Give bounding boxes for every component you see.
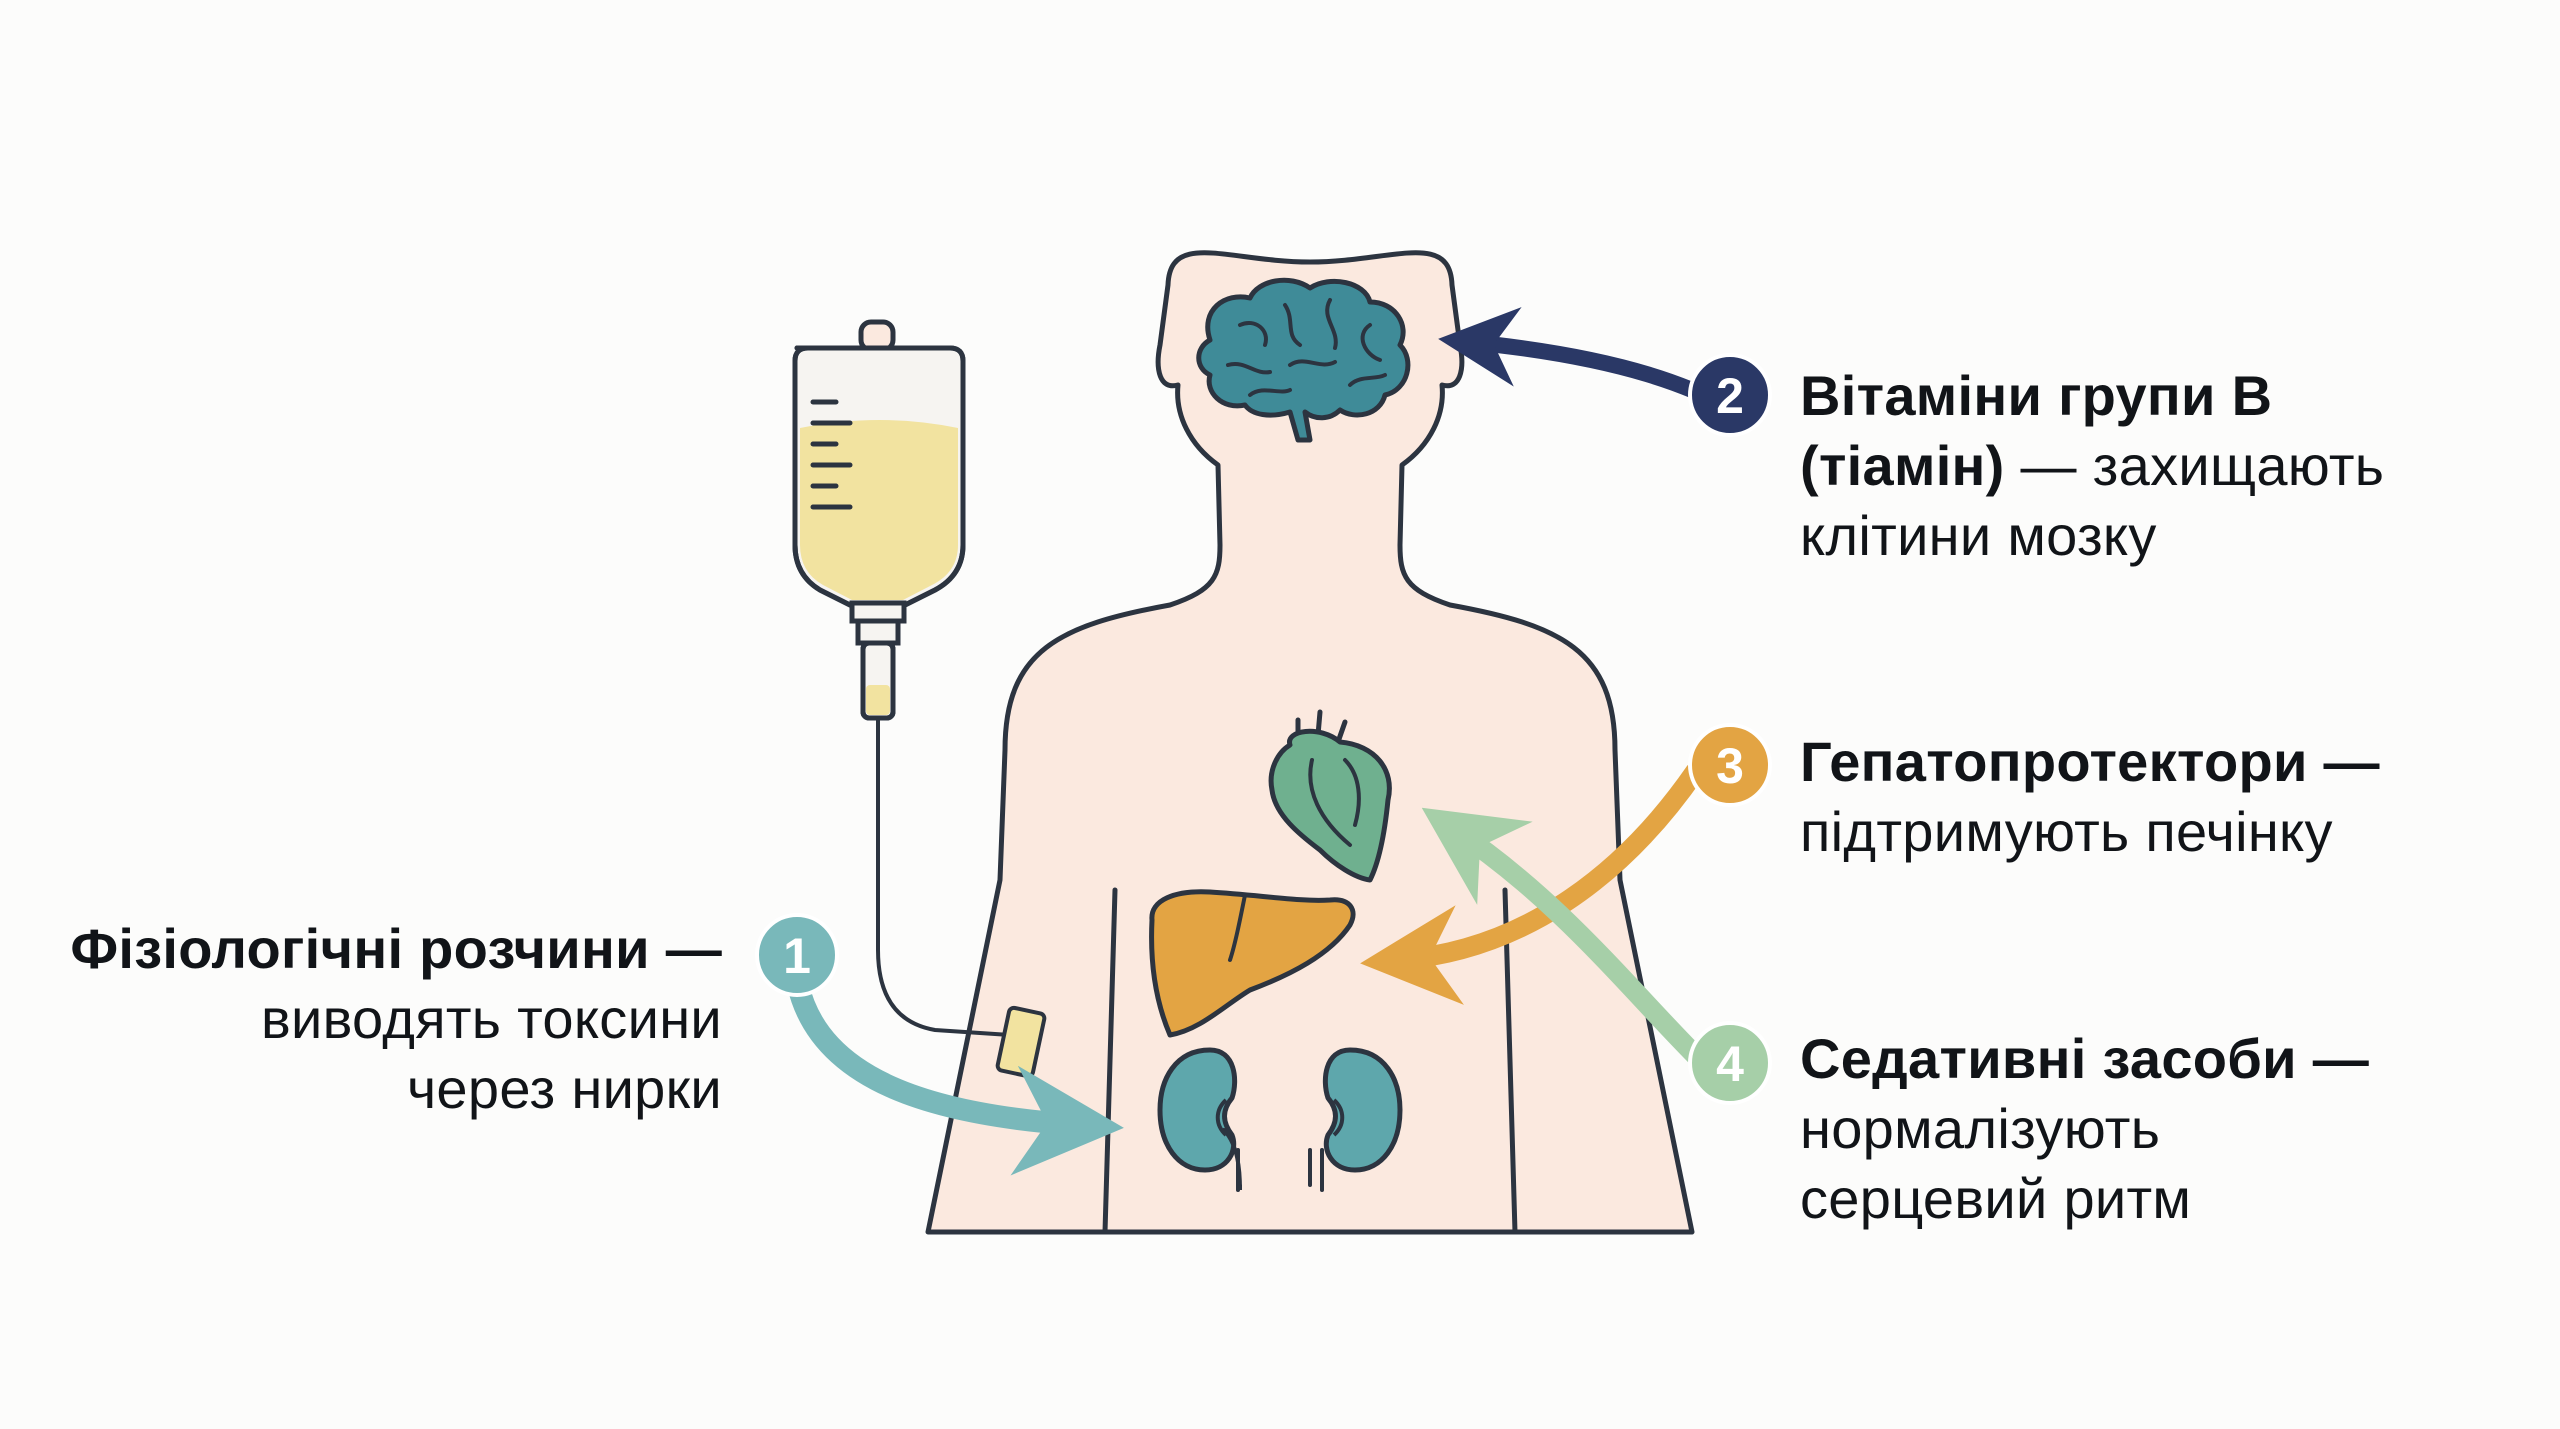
badge-4: 4 (1688, 1021, 1772, 1105)
label-physiological-solutions: Фізіологічні розчини — виводять токсини … (70, 914, 722, 1124)
arrow-4-to-heart (1421, 807, 1710, 1070)
label-sedatives: Седативні засоби — нормалізують серцевий… (1800, 1024, 2369, 1234)
svg-text:3: 3 (1716, 738, 1744, 794)
svg-text:4: 4 (1716, 1036, 1744, 1092)
svg-text:1: 1 (783, 928, 811, 984)
arrow-3-to-liver (1360, 762, 1705, 1005)
label-1-line-2: через нирки (406, 1057, 722, 1120)
label-4-title: Седативні засоби — (1800, 1027, 2370, 1090)
badge-3: 3 (1688, 723, 1772, 807)
label-4-line-1: нормалізують (1800, 1097, 2161, 1160)
arrow-1-to-kidneys (787, 974, 1124, 1176)
badge-1: 1 (755, 913, 839, 997)
arrow-2-to-brain (1438, 306, 1700, 398)
svg-text:2: 2 (1716, 368, 1744, 424)
heart-icon (1268, 709, 1392, 883)
label-2-line-3: клітини мозку (1800, 504, 2157, 567)
brain-icon (1196, 277, 1411, 443)
iv-bag-icon (792, 319, 1047, 1079)
label-2-line-2: (тіамін) — захищають (1800, 434, 2385, 497)
label-1-line-1: виводять токсини (260, 987, 722, 1050)
badge-2: 2 (1688, 353, 1772, 437)
label-4-line-2: серцевий ритм (1800, 1167, 2192, 1230)
label-hepatoprotectors: Гепатопротектори — підтримують печінку (1800, 727, 2380, 867)
label-1-title: Фізіологічні розчини — (70, 917, 722, 980)
label-vitamins-b: Вітаміни групи В (тіамін) — захищають кл… (1800, 361, 2384, 571)
label-3-title: Гепатопротектори — (1800, 730, 2380, 793)
kidney-icon (1157, 1047, 1403, 1192)
label-2-title: Вітаміни групи В (1800, 364, 2273, 427)
label-3-line-1: підтримують печінку (1800, 800, 2333, 863)
liver-icon (1149, 889, 1356, 1038)
